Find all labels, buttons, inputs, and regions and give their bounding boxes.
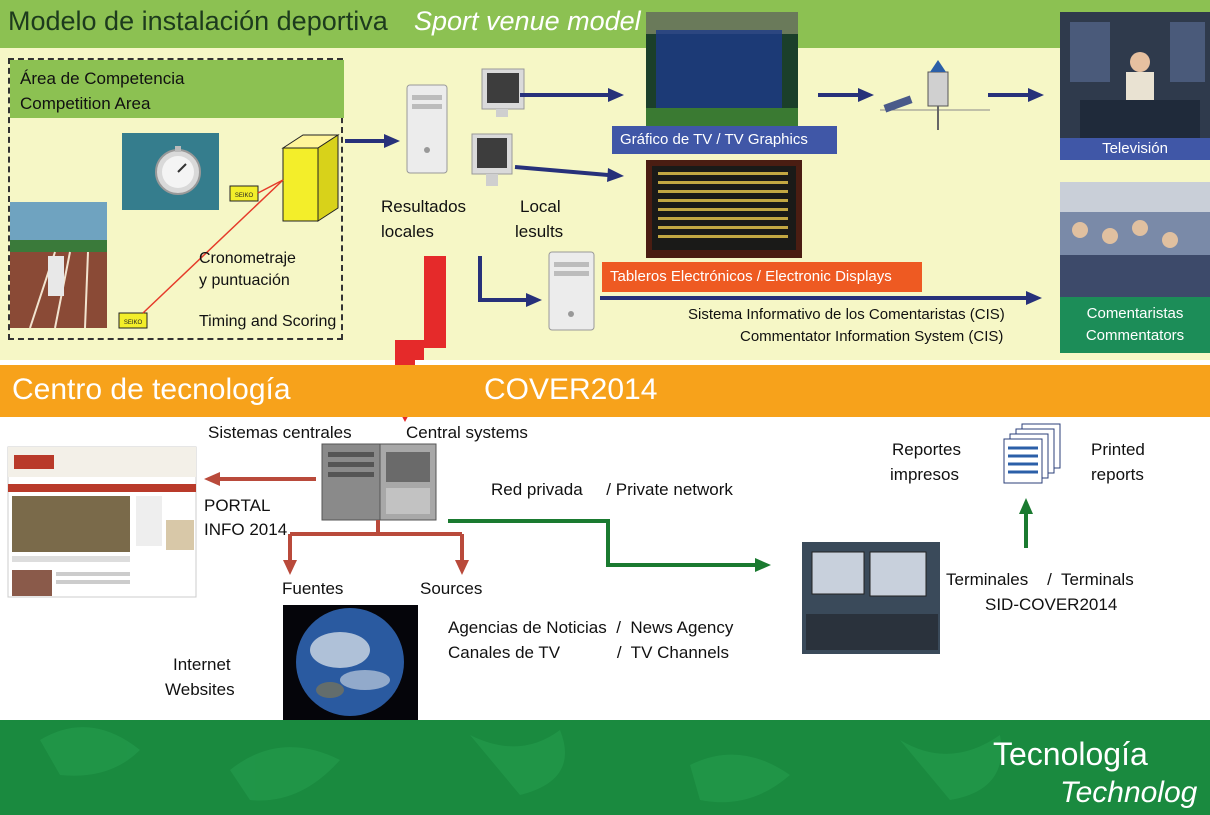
television-image	[1060, 12, 1210, 138]
sources-label-es: Fuentes	[282, 579, 344, 598]
reports-label-en-2: reports	[1091, 465, 1144, 484]
private-network-label: Red privada / Private network	[491, 480, 733, 499]
central-flow-arrows	[204, 472, 1033, 575]
terminals-system-label: SID-COVER2014	[985, 595, 1118, 614]
footer-band	[0, 720, 1210, 815]
track-image	[10, 202, 107, 329]
monitor-icon-top	[481, 68, 525, 117]
timing-label-en: Timing and Scoring	[199, 313, 337, 330]
server-icon-lower	[548, 251, 595, 331]
reports-label-es-1: Reportes	[892, 440, 961, 459]
terminals-image	[802, 542, 940, 654]
competition-area-label: Área de Competencia Competition Area	[10, 60, 344, 118]
competition-area-es: Área de Competencia	[20, 69, 185, 88]
terminals-label: Terminales / Terminals	[946, 570, 1134, 589]
portal-screenshot	[7, 446, 197, 598]
satellite-icon	[880, 60, 990, 130]
commentators-label: Comentaristas Commentators	[1060, 297, 1210, 353]
printed-reports-icon	[1003, 423, 1061, 484]
stopwatch-image	[122, 133, 219, 210]
venue-title-bar	[0, 0, 1210, 48]
tv-graphics-label: Gráfico de TV / TV Graphics	[612, 126, 837, 154]
device-tag-bottom: SEIKO	[124, 320, 143, 326]
reports-label-es-2: impresos	[890, 465, 959, 484]
sources-label-en: Sources	[420, 579, 483, 598]
local-results-en-1: Local	[520, 197, 561, 216]
technology-center-title-en: COVER2014	[484, 373, 658, 406]
commentators-label-es: Comentaristas	[1086, 305, 1184, 322]
tv-channels-label: Canales de TV / TV Channels	[448, 643, 729, 662]
timing-device-top	[229, 185, 259, 202]
commentators-image	[1060, 182, 1210, 297]
central-systems-es: Sistemas centrales	[208, 423, 352, 442]
central-systems-en: Central systems	[406, 423, 528, 442]
commentators-label-en: Commentators	[1085, 327, 1185, 344]
local-results-es-2: locales	[381, 222, 434, 241]
local-results-en-2: lesults	[515, 222, 564, 241]
footer-pattern	[40, 727, 1002, 803]
server-icon-top	[406, 84, 448, 174]
timing-label-es-1: Cronometraje	[199, 250, 296, 267]
venue-title-es: Modelo de instalación deportiva	[8, 6, 388, 36]
cis-label-es: Sistema Informativo de los Comentaristas…	[688, 306, 1005, 323]
timing-system-box	[281, 134, 340, 222]
portal-label-1: PORTAL	[204, 496, 271, 515]
device-tag-top: SEIKO	[235, 193, 254, 199]
internet-label-1: Internet	[173, 655, 231, 674]
television-label: Televisión	[1060, 138, 1210, 160]
timing-device-bottom	[118, 312, 148, 329]
electronic-display-image	[646, 160, 802, 258]
timing-label-es-2: y puntuación	[199, 272, 290, 289]
technology-center-bar	[0, 365, 1210, 417]
technology-center-title-es: Centro de tecnología	[12, 373, 291, 406]
internet-label-2: Websites	[165, 680, 235, 699]
electronic-displays-label: Tableros Electrónicos / Electronic Displ…	[602, 262, 922, 292]
cis-label-en: Commentator Information System (CIS)	[740, 328, 1004, 345]
competition-area-en: Competition Area	[20, 94, 151, 113]
venue-title-en: Sport venue model	[414, 6, 641, 36]
local-results-es-1: Resultados	[381, 197, 467, 216]
competition-area-box	[8, 58, 343, 340]
monitor-icon-middle	[471, 133, 513, 186]
reports-label-en-1: Printed	[1091, 440, 1145, 459]
portal-label-2: INFO 2014	[204, 520, 288, 539]
tv-graphics-screen	[646, 12, 798, 126]
flow-arrows-top	[345, 88, 1044, 307]
central-server-image	[321, 443, 437, 521]
news-agency-label: Agencias de Noticias / News Agency	[448, 618, 734, 637]
footer-title-es: Tecnología	[993, 736, 1148, 772]
footer-title-en: Technolog	[1060, 776, 1198, 809]
earth-image	[283, 605, 418, 720]
